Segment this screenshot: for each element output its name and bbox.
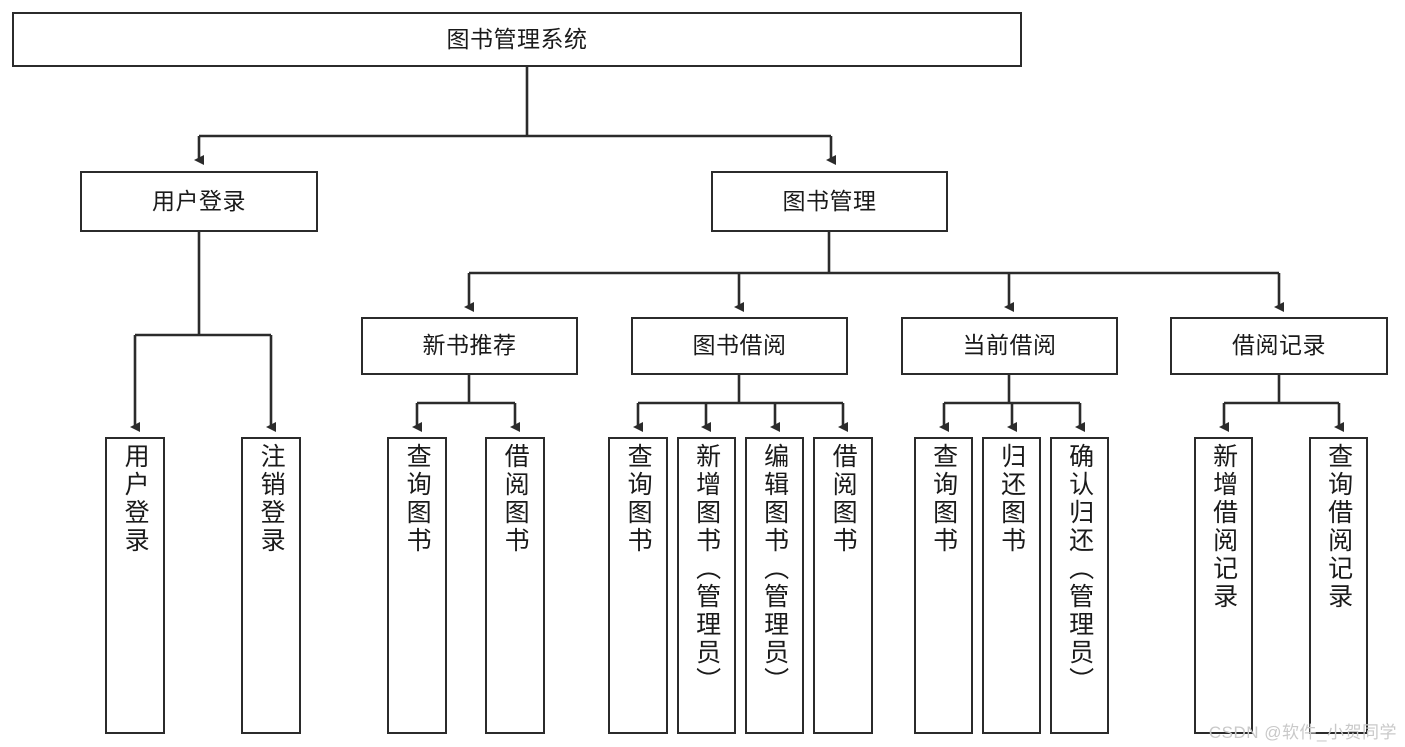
leaf-user-login[interactable]: 用户登录 <box>105 437 165 734</box>
leaf-logout-label: 注销登录 <box>257 443 286 555</box>
leaf-lend-book-label: 借阅图书 <box>829 443 858 555</box>
leaf-confirm-return-admin-label: 确认归还（管理员） <box>1065 443 1094 695</box>
leaf-return-book-label: 归还图书 <box>997 443 1026 555</box>
leaf-add-book-admin-label: 新增图书（管理员） <box>692 443 721 695</box>
node-root[interactable]: 图书管理系统 <box>12 12 1022 67</box>
leaf-borrow-book-newbook[interactable]: 借阅图书 <box>485 437 545 734</box>
leaf-edit-book-admin[interactable]: 编辑图书（管理员） <box>745 437 804 734</box>
node-current-borrow[interactable]: 当前借阅 <box>901 317 1118 375</box>
node-book-management-label: 图书管理 <box>782 187 877 214</box>
node-book-borrow-label: 图书借阅 <box>692 332 787 359</box>
leaf-query-book-borrow-label: 查询图书 <box>624 443 653 555</box>
leaf-add-book-admin[interactable]: 新增图书（管理员） <box>677 437 736 734</box>
leaf-query-book-current-label: 查询图书 <box>929 443 958 555</box>
leaf-user-login-label: 用户登录 <box>121 443 150 555</box>
node-borrow-record-label: 借阅记录 <box>1232 332 1326 359</box>
leaf-borrow-book-newbook-label: 借阅图书 <box>501 443 530 555</box>
leaf-lend-book[interactable]: 借阅图书 <box>813 437 873 734</box>
leaf-confirm-return-admin[interactable]: 确认归还（管理员） <box>1050 437 1109 734</box>
node-root-label: 图书管理系统 <box>446 25 588 52</box>
leaf-query-borrow-record-label: 查询借阅记录 <box>1324 443 1353 611</box>
node-new-book-recommend[interactable]: 新书推荐 <box>361 317 578 375</box>
node-borrow-record[interactable]: 借阅记录 <box>1170 317 1388 375</box>
leaf-query-borrow-record[interactable]: 查询借阅记录 <box>1309 437 1368 734</box>
node-new-book-recommend-label: 新书推荐 <box>422 332 517 359</box>
leaf-add-borrow-record-label: 新增借阅记录 <box>1209 443 1238 611</box>
node-user-login[interactable]: 用户登录 <box>80 171 318 232</box>
watermark: CSDN @软件_小贺同学 <box>1208 723 1397 742</box>
node-user-login-label: 用户登录 <box>152 187 246 214</box>
leaf-query-book-borrow[interactable]: 查询图书 <box>608 437 668 734</box>
leaf-query-book-current[interactable]: 查询图书 <box>914 437 973 734</box>
node-current-borrow-label: 当前借阅 <box>962 332 1057 359</box>
leaf-add-borrow-record[interactable]: 新增借阅记录 <box>1194 437 1253 734</box>
leaf-logout[interactable]: 注销登录 <box>241 437 301 734</box>
leaf-edit-book-admin-label: 编辑图书（管理员） <box>760 443 789 695</box>
leaf-query-book-newbook-label: 查询图书 <box>403 443 432 555</box>
node-book-borrow[interactable]: 图书借阅 <box>631 317 848 375</box>
leaf-return-book[interactable]: 归还图书 <box>982 437 1041 734</box>
leaf-query-book-newbook[interactable]: 查询图书 <box>387 437 447 734</box>
node-book-management[interactable]: 图书管理 <box>711 171 948 232</box>
